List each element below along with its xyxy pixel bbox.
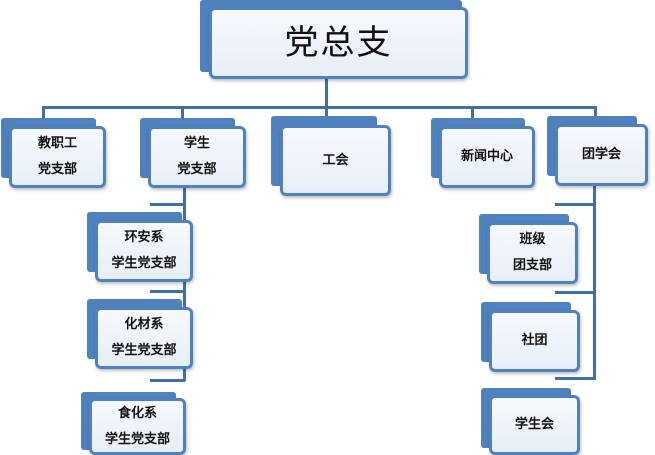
node-class-line1: 班级 [519, 232, 546, 247]
node-teachers-line2: 党支部 [37, 162, 77, 177]
node-class-line2: 团支部 [512, 258, 552, 273]
node-youth-league: 团学会 [546, 116, 651, 188]
connector-root-down [325, 78, 328, 108]
node-students-line1: 学生 [183, 136, 210, 151]
node-student-union-label: 学生会 [514, 417, 554, 432]
connector-youth-h3 [555, 377, 596, 380]
node-shi-hua-line1: 食化系 [117, 405, 157, 421]
node-root: 党总支 [200, 0, 470, 82]
node-teachers-line1: 教职工 [37, 136, 77, 151]
node-news: 新闻中心 [430, 118, 540, 190]
node-shi-hua-line2: 学生党支部 [104, 431, 170, 447]
node-huan-an-line1: 环安系 [124, 230, 164, 245]
connector-students-h2 [150, 290, 185, 293]
connector-students-h3 [150, 379, 185, 382]
connector-youth-h1 [555, 203, 596, 206]
node-clubs: 社团 [480, 302, 590, 374]
connector-youth-h2 [555, 291, 596, 294]
node-hua-cai-line2: 学生党支部 [111, 343, 177, 358]
node-students-line2: 党支部 [177, 162, 217, 177]
node-union: 工会 [270, 116, 395, 198]
node-root-label: 党总支 [284, 23, 393, 63]
node-students: 学生 党支部 [139, 118, 249, 190]
node-hua-cai-line1: 化材系 [124, 317, 164, 332]
node-huan-an-line2: 学生党支部 [111, 256, 177, 271]
connector-students-h1 [150, 203, 185, 206]
node-student-union: 学生会 [480, 388, 590, 455]
node-youth-league-label: 团学会 [581, 147, 621, 162]
node-teachers: 教职工 党支部 [0, 118, 110, 190]
node-clubs-label: 社团 [521, 333, 548, 348]
connector-students-spine [183, 186, 186, 381]
node-huan-an: 环安系 学生党支部 [86, 212, 196, 284]
node-class: 班级 团支部 [478, 214, 588, 286]
connector-drop-students [181, 106, 184, 122]
connector-top-bus [42, 106, 597, 109]
node-hua-cai: 化材系 学生党支部 [86, 299, 196, 371]
connector-youth-spine [593, 182, 596, 380]
node-news-label: 新闻中心 [460, 149, 513, 164]
connector-drop-union [325, 106, 328, 122]
node-union-label: 工会 [322, 152, 349, 168]
connector-drop-teachers [42, 106, 45, 122]
node-shi-hua: 食化系 学生党支部 [80, 392, 190, 455]
connector-drop-youth-league [594, 106, 597, 122]
connector-drop-news [471, 106, 474, 122]
